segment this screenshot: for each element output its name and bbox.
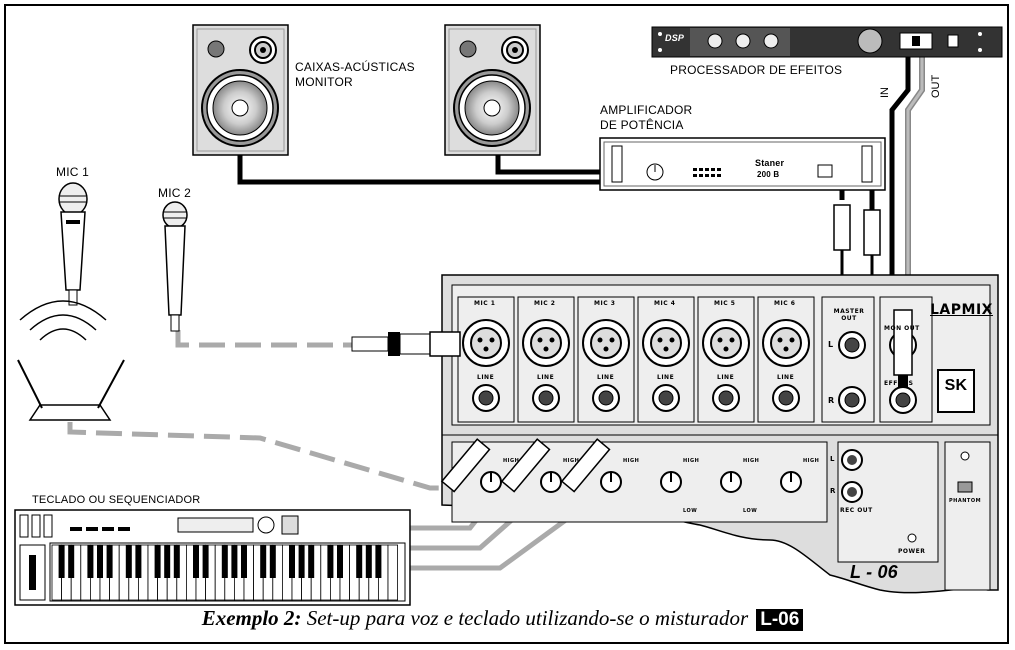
high-label-2: HIGH xyxy=(563,458,580,464)
black-key xyxy=(68,545,75,578)
high-label-3: HIGH xyxy=(623,458,640,464)
ch5-label: MIC 5 xyxy=(714,300,736,307)
effects-cable-in xyxy=(889,55,911,325)
eq-knobs xyxy=(480,449,973,543)
high-label-6: HIGH xyxy=(803,458,820,464)
amp-label-line1: AMPLIFICADOR xyxy=(600,103,693,117)
line-plugs xyxy=(440,438,611,493)
line1-label: LINE xyxy=(477,374,495,381)
speaker-cable-left xyxy=(237,155,605,185)
ch6-label: MIC 6 xyxy=(774,300,796,307)
effects-label: PROCESSADOR DE EFEITOS xyxy=(670,63,843,77)
black-key xyxy=(375,545,382,578)
speaker-cable-right xyxy=(495,155,605,175)
black-key xyxy=(289,545,295,578)
black-key xyxy=(308,545,315,578)
black-key xyxy=(298,545,305,578)
mixer-channels xyxy=(457,296,975,423)
eff-ins-label: EFF INS xyxy=(884,380,914,387)
black-key xyxy=(365,545,372,578)
black-key xyxy=(337,545,343,578)
wireless-waves xyxy=(19,300,107,341)
amp-brand: Staner xyxy=(755,158,785,168)
master-out-label: MASTER OUT xyxy=(833,308,865,322)
caption: Exemplo 2: Set-up para voz e teclado uti… xyxy=(0,606,1005,632)
power-label: POWER xyxy=(898,548,926,555)
mixer-brand: LAPMIX xyxy=(930,302,993,318)
keyboard-label: TECLADO OU SEQUENCIADOR xyxy=(32,494,201,506)
line3-label: LINE xyxy=(597,374,615,381)
high-label: HIGH xyxy=(503,458,520,464)
line5-label: LINE xyxy=(717,374,735,381)
phantom-label: PHANTOM xyxy=(949,498,982,504)
amp-model: 200 B xyxy=(757,170,780,179)
black-key xyxy=(135,545,142,578)
mic2 xyxy=(162,201,188,332)
wireless-receiver xyxy=(17,359,125,421)
low-label-4: LOW xyxy=(683,508,698,514)
mic1-label: MIC 1 xyxy=(56,165,90,179)
black-key xyxy=(106,545,113,578)
black-key xyxy=(58,545,65,578)
ch3-label: MIC 3 xyxy=(594,300,616,307)
black-key xyxy=(87,545,94,578)
black-key xyxy=(356,545,363,578)
ch2-label: MIC 2 xyxy=(534,300,556,307)
speaker-left xyxy=(192,24,289,156)
rec-r-label: R xyxy=(830,487,836,495)
black-key xyxy=(193,545,199,578)
caption-text: Set-up para voz e teclado utilizando-se … xyxy=(301,606,749,630)
white-key xyxy=(387,544,399,601)
black-key xyxy=(221,545,228,578)
black-key xyxy=(173,545,180,578)
low-label-5: LOW xyxy=(743,508,758,514)
rec-out-label: REC OUT xyxy=(840,507,873,514)
effects-processor xyxy=(651,26,1003,58)
dsp-logo: DSP xyxy=(665,33,685,43)
mixer-model: L - 06 xyxy=(850,562,898,582)
speaker-right xyxy=(444,24,541,156)
mic2-xlr-plug xyxy=(351,331,461,357)
high-label-4: HIGH xyxy=(683,458,700,464)
line2-label: LINE xyxy=(537,374,555,381)
high-label-5: HIGH xyxy=(743,458,760,464)
effects-out-label: OUT xyxy=(930,74,942,98)
speakers-label-line2: MONITOR xyxy=(295,75,353,89)
master-r-label: R xyxy=(828,396,835,405)
master-l-label: L xyxy=(828,340,834,349)
mic2-cable xyxy=(175,330,360,348)
black-key xyxy=(125,545,132,578)
caption-badge: L-06 xyxy=(756,609,804,632)
effects-plug xyxy=(893,309,913,387)
speakers-label-line1: CAIXAS-ACÚSTICAS xyxy=(295,60,415,74)
black-key xyxy=(164,545,171,578)
black-key xyxy=(327,545,334,578)
mic1-receiver-cable xyxy=(67,422,468,491)
mic2-label: MIC 2 xyxy=(158,186,192,200)
amp-label-line2: DE POTÊNCIA xyxy=(600,118,684,132)
black-key xyxy=(154,545,161,578)
rec-l-label: L xyxy=(830,455,835,463)
black-key xyxy=(231,545,238,578)
black-key xyxy=(241,545,247,578)
effects-in-label: IN xyxy=(879,87,891,98)
black-key xyxy=(202,545,209,578)
ch4-label: MIC 4 xyxy=(654,300,676,307)
line4-label: LINE xyxy=(657,374,675,381)
caption-prefix: Exemplo 2: xyxy=(201,606,302,630)
line6-label: LINE xyxy=(777,374,795,381)
mic1 xyxy=(58,182,88,306)
black-key xyxy=(269,545,276,578)
master-out-plugs xyxy=(833,204,881,295)
sk-logo: SK xyxy=(944,377,968,394)
keyboard-keys xyxy=(51,544,399,601)
mon-out-label: MON OUT xyxy=(884,325,920,332)
black-key xyxy=(97,545,103,578)
power-amplifier xyxy=(599,137,886,191)
black-key xyxy=(260,545,267,578)
ch1-label: MIC 1 xyxy=(474,300,496,307)
